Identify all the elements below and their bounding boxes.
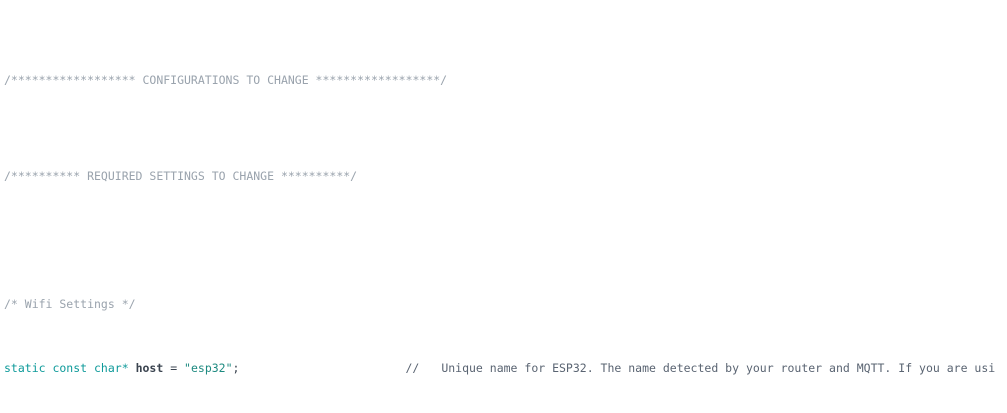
code-line-wifi-header: /* Wifi Settings */ — [4, 296, 1007, 312]
code-line-banner-required: /********** REQUIRED SETTINGS TO CHANGE … — [4, 168, 1007, 184]
comment-wifi-settings: /* Wifi Settings */ — [4, 297, 136, 311]
comment-banner-required-settings: /********** REQUIRED SETTINGS TO CHANGE … — [4, 169, 358, 183]
code-line-blank-1 — [4, 120, 1007, 136]
code-line-blank-2 — [4, 216, 1007, 232]
code-line-banner-top: /****************** CONFIGURATIONS TO CH… — [4, 72, 1007, 88]
string-host-value: "esp32" — [184, 361, 233, 375]
comment-host-text: Unique name for ESP32. The name detected… — [441, 361, 996, 375]
identifier-host: host — [135, 361, 164, 375]
comment-banner-configurations: /****************** CONFIGURATIONS TO CH… — [4, 73, 448, 87]
code-content[interactable]: /****************** CONFIGURATIONS TO CH… — [4, 8, 1007, 413]
operator-assign-host: = — [163, 361, 185, 375]
code-line-wifi-host: static const char* host = "esp32"; // Uniq… — [4, 360, 1007, 376]
keyword-static-const-char-ptr: static const char* — [4, 361, 136, 375]
semicolon-host: ; — [232, 361, 240, 375]
comment-slashes-host: // — [405, 361, 420, 375]
